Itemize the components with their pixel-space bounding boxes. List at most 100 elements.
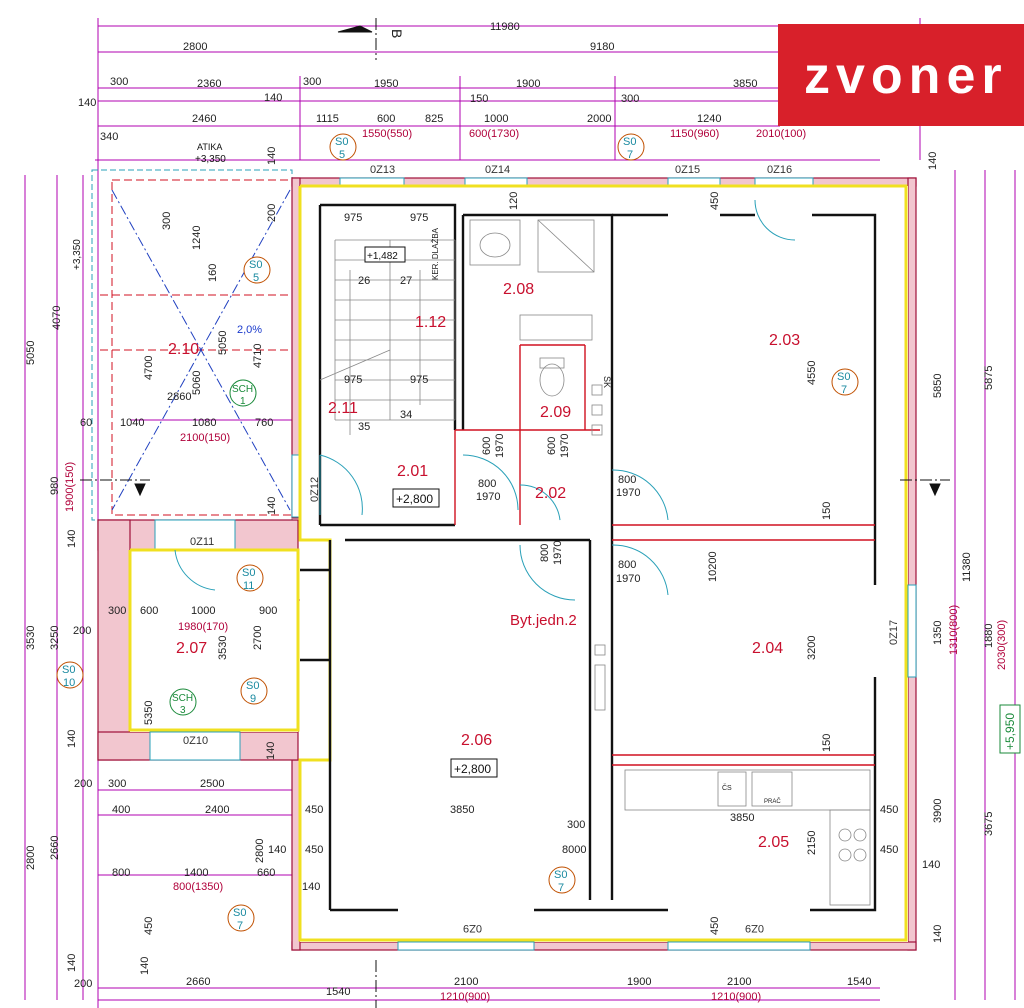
dim-inner: 975 — [410, 374, 428, 386]
dim-inner: 975 — [344, 374, 362, 386]
room-label-2-01: 2.01 — [397, 463, 428, 480]
dim-right: 11380 — [961, 552, 973, 582]
dim-top: 2010(100) — [756, 128, 806, 140]
dim-inner: 4550 — [806, 361, 818, 385]
dim-bottom: 3850 — [730, 812, 754, 824]
dim-bottom: 2100 — [454, 976, 478, 988]
atika-label: ATIKA — [197, 142, 222, 152]
dim-left: 2800 — [25, 846, 37, 870]
tag-s0-10-2: 10 — [63, 677, 75, 689]
dim-inner: 800 — [539, 544, 551, 562]
dim-inner: 5350 — [143, 701, 155, 725]
window-0z15: 0Z15 — [675, 164, 700, 176]
dim-inner: 2100(150) — [180, 432, 230, 444]
dim-inner: 150 — [821, 734, 833, 752]
dim-inner: 600 — [481, 437, 493, 455]
dim-left: 200 — [73, 625, 91, 637]
dim-inner: 1080 — [192, 417, 216, 429]
tag-s0-9-1: S0 — [246, 680, 259, 692]
dim-bottom: 140 — [268, 844, 286, 856]
dim-inner: 760 — [255, 417, 273, 429]
dim-inner: 600 — [546, 437, 558, 455]
dim-inner: 3530 — [217, 636, 229, 660]
dim-bottom: 800(1350) — [173, 881, 223, 893]
dim-inner: 450 — [709, 917, 721, 935]
tag-s0-7-left-1: S0 — [233, 907, 246, 919]
tag-s0-7-top-2: 7 — [627, 149, 633, 161]
tag-s0-5-top-1: S0 — [335, 136, 348, 148]
window-0z13: 0Z13 — [370, 164, 395, 176]
tag-s0-9-2: 9 — [250, 693, 256, 705]
dim-top: 600(1730) — [469, 128, 519, 140]
dim-inner: 800 — [478, 478, 496, 490]
dim-top: 1950 — [374, 78, 398, 90]
room-label-2-08: 2.08 — [503, 281, 534, 298]
dim-top: 1550(550) — [362, 128, 412, 140]
dim-bottom: 1900 — [627, 976, 651, 988]
level-stairs: +1,482 — [367, 251, 398, 262]
dim-inner: 140 — [266, 147, 278, 165]
dim-left: 980 — [49, 477, 61, 495]
dim-bottom: 8000 — [562, 844, 586, 856]
dim-top: 300 — [303, 76, 321, 88]
slope-label: 2,0% — [237, 324, 262, 336]
dim-top: 140 — [78, 97, 96, 109]
dim-inner: 1970 — [616, 573, 640, 585]
dim-inner: 1970 — [494, 434, 506, 458]
unit-label: Byt.jedn.2 — [510, 612, 577, 629]
room-label-2-11: 2.11 — [328, 400, 358, 417]
dim-inner: 1970 — [616, 487, 640, 499]
dim-inner: 450 — [709, 192, 721, 210]
dim-top-total: 11980 — [490, 21, 520, 33]
tag-s0-7-top-1: S0 — [623, 136, 636, 148]
appliance-label-cs: ČS — [722, 783, 732, 792]
appliance-label-prac: PRAČ — [764, 798, 781, 805]
room-label-2-02: 2.02 — [535, 485, 566, 502]
dim-inner: 300 — [161, 212, 173, 230]
dim-inner: 1970 — [476, 491, 500, 503]
dim-inner: 975 — [410, 212, 428, 224]
dim-left: 1900(150) — [64, 462, 76, 512]
dim-inner: 975 — [344, 212, 362, 224]
dim-right: 3900 — [932, 799, 944, 823]
tag-s0-7-bottom-1: S0 — [554, 869, 567, 881]
dim-inner: 5050 — [217, 331, 229, 355]
level-terrace: +3,350 — [72, 239, 83, 270]
dim-inner: 4710 — [252, 344, 264, 368]
dim-left: 140 — [66, 954, 78, 972]
tag-sch-3-1: SCH — [172, 693, 193, 704]
dim-inner: 60 — [80, 417, 92, 429]
dim-inner: 300 — [108, 605, 126, 617]
dim-bottom: 1540 — [326, 986, 350, 998]
level-2-06: +2,800 — [454, 762, 491, 776]
dim-inner: 1040 — [120, 417, 144, 429]
dim-right: 3675 — [983, 812, 995, 836]
tag-s0-11-2: 11 — [243, 580, 254, 592]
dim-bottom: 450 — [305, 844, 323, 856]
dim-top: 1240 — [697, 113, 721, 125]
dim-inner: 27 — [400, 275, 412, 287]
dim-inner: 140 — [265, 742, 277, 760]
dim-right: 140 — [927, 152, 939, 170]
dim-inner: 5060 — [191, 371, 203, 395]
dim-left: 140 — [66, 730, 78, 748]
dim-inner: 26 — [358, 275, 370, 287]
dim-top: 340 — [100, 131, 118, 143]
dim-top: 2800 — [183, 41, 207, 53]
tag-s0-7-bottom-2: 7 — [558, 882, 564, 894]
dim-bottom: 2400 — [205, 804, 229, 816]
dim-bottom: 1400 — [184, 867, 208, 879]
tag-s0-7-right-1: S0 — [837, 371, 850, 383]
dim-left: 200 — [74, 978, 92, 990]
dim-right: 1350 — [932, 621, 944, 645]
dim-left: 140 — [66, 530, 78, 548]
dim-bottom: 2500 — [200, 778, 224, 790]
dim-inner: 120 — [508, 192, 520, 210]
atika-level: +3,350 — [195, 154, 226, 165]
dim-bottom: 3850 — [450, 804, 474, 816]
dim-inner: 140 — [139, 957, 151, 975]
dim-right: 140 — [922, 863, 940, 875]
tag-sch-1-1: SCH — [232, 384, 253, 395]
room-label-2-07: 2.07 — [176, 640, 207, 657]
dim-top: 1000 — [484, 113, 508, 125]
